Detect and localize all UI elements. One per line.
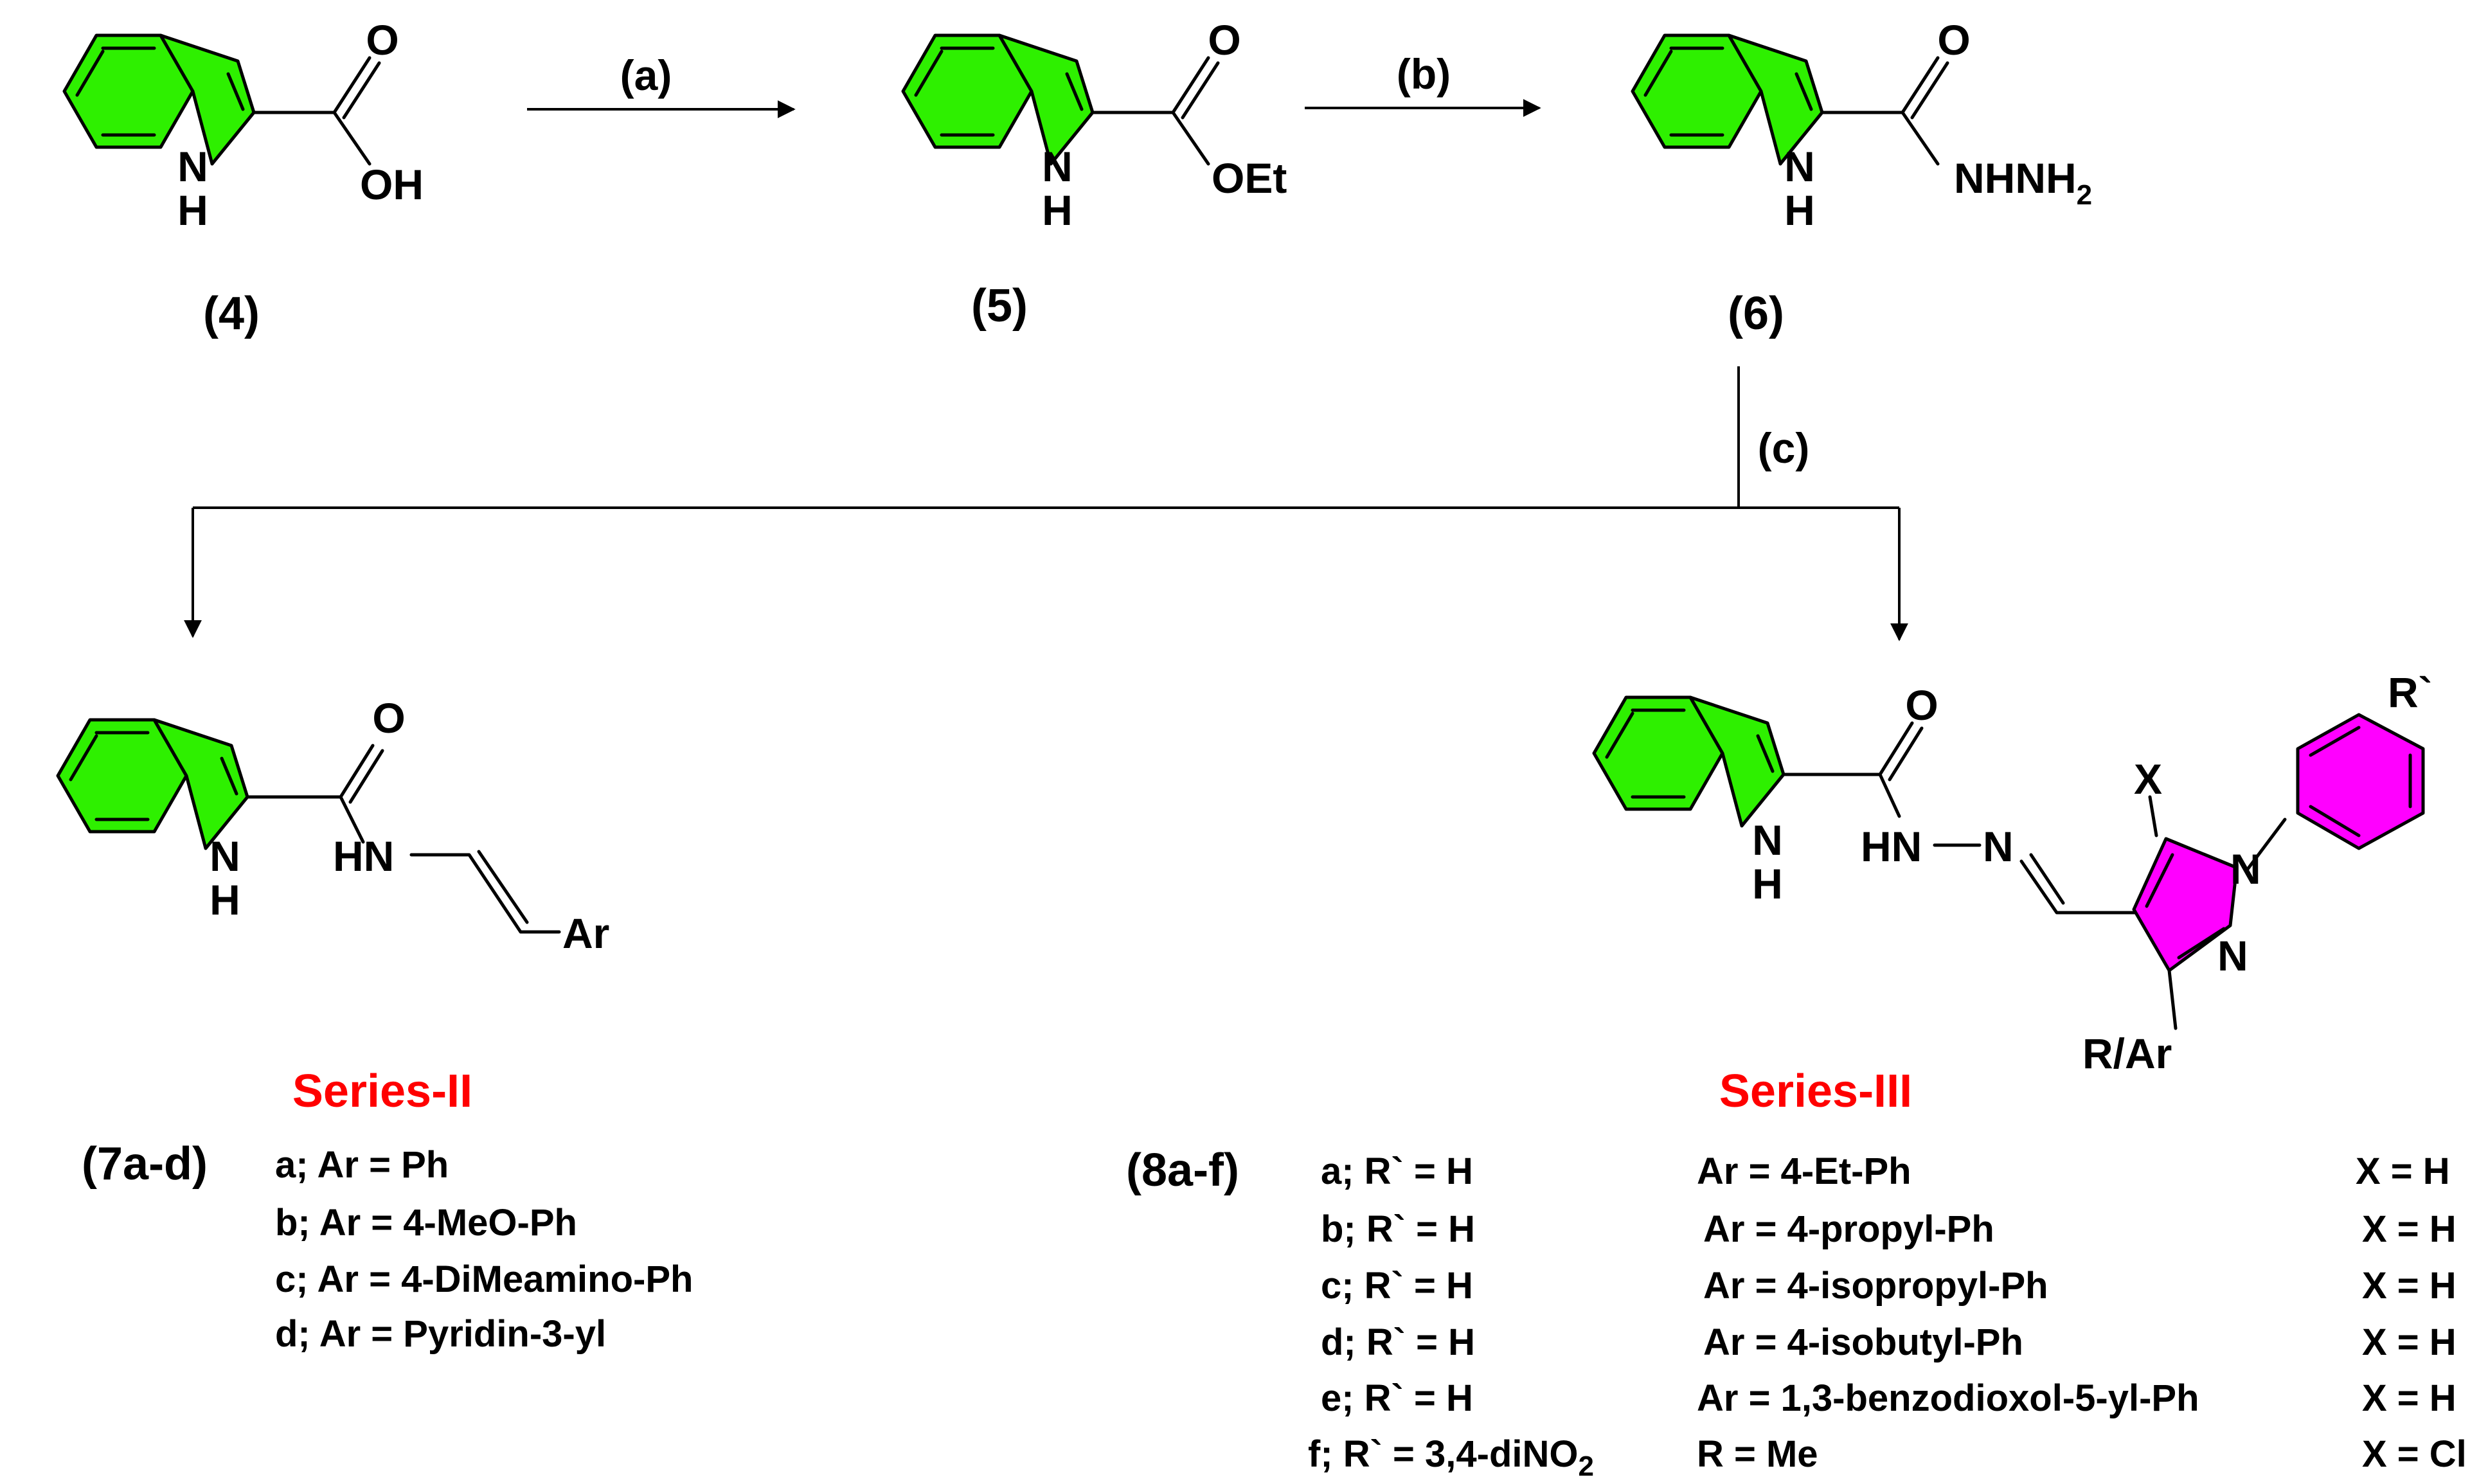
- oet-group: OEt: [1212, 154, 1287, 202]
- compound-label-4: (4): [203, 288, 260, 339]
- double-bond-lines: [75, 46, 245, 137]
- hn-atom: HN: [333, 832, 394, 880]
- nh-atom: N: [1752, 816, 1783, 864]
- indole-pyrrole-ring: [152, 718, 249, 850]
- row-x: X = H: [2362, 1377, 2457, 1419]
- hydrazone-bonds: [1782, 721, 2287, 915]
- imine-n-atom: N: [1983, 823, 2014, 870]
- double-bond-lines: [914, 46, 1084, 137]
- pyrazole-n1-atom: N: [2230, 845, 2261, 893]
- x-substituent: X: [2134, 755, 2162, 803]
- nh-atom: N: [177, 143, 208, 190]
- h-atom: H: [1752, 860, 1783, 907]
- row-ar: R = Me: [1697, 1433, 1818, 1475]
- nh-atom: N: [210, 832, 240, 880]
- row-x: X = H: [2356, 1150, 2450, 1192]
- row-ar: Ar = 4-Et-Ph: [1697, 1150, 1911, 1192]
- carboxyl-bonds: [252, 56, 381, 166]
- ar-group: Ar: [562, 909, 609, 957]
- compound-6: N H O NHNH2 (6): [1631, 16, 2092, 339]
- double-bond-lines: [69, 731, 238, 821]
- row-r: e; R` = H: [1321, 1377, 1473, 1419]
- row-r: d; R` = H: [1321, 1321, 1475, 1363]
- row-r: b; R` = H: [1321, 1208, 1475, 1250]
- oxygen-atom: O: [1208, 16, 1240, 64]
- compound-7-structure: N H O HN Ar: [56, 694, 609, 957]
- oxygen-atom: O: [372, 694, 405, 742]
- nhnh2-group: NHNH2: [1954, 154, 2092, 211]
- indole-pyrrole-ring: [1688, 695, 1785, 828]
- compound-5: N H O OEt (5): [901, 16, 1287, 332]
- arrow-c-label: (c): [1758, 424, 1810, 472]
- row-ar: Ar = 4-propyl-Ph: [1703, 1208, 1994, 1250]
- arrow-b-label: (b): [1397, 50, 1451, 98]
- series-2-title: Series-II: [292, 1066, 472, 1117]
- arrow-a-label: (a): [620, 51, 672, 99]
- series-2-legend: Series-II (7a-d) a; Ar = Ph b; Ar = 4-Me…: [82, 1066, 693, 1355]
- compound-4: N H O OH (4): [62, 16, 424, 339]
- series-2-item: a; Ar = Ph: [275, 1144, 449, 1186]
- series-3-title: Series-III: [1719, 1066, 1912, 1117]
- hydrazide-bonds: [1820, 56, 1949, 166]
- h-atom: H: [1042, 186, 1073, 234]
- oxygen-atom: O: [1905, 681, 1938, 729]
- row-x: X = H: [2362, 1265, 2457, 1307]
- oh-group: OH: [360, 161, 424, 208]
- arrow-b: (b): [1305, 50, 1541, 117]
- h-atom: H: [210, 876, 240, 924]
- oxygen-atom: O: [1937, 16, 1970, 64]
- double-bond-lines: [1605, 708, 1775, 799]
- compound-label-5: (5): [971, 280, 1028, 332]
- indole-pyrrole-ring: [159, 33, 256, 166]
- arrow-c: (c): [184, 366, 1908, 641]
- nh-atom: N: [1784, 143, 1815, 190]
- arrow-a: (a): [527, 51, 796, 118]
- series-2-item: d; Ar = Pyridin-3-yl: [275, 1313, 606, 1355]
- amide-bonds: [246, 744, 561, 934]
- row-ar: Ar = 4-isopropyl-Ph: [1703, 1265, 2048, 1307]
- row-x: X = H: [2362, 1208, 2457, 1250]
- phenyl-double-bonds: [2309, 726, 2412, 837]
- indole-pyrrole-ring: [1727, 33, 1824, 166]
- r-prime-group: R`: [2388, 668, 2433, 716]
- row-r: f; R` = 3,4-diNO2: [1308, 1433, 1594, 1482]
- series-2-range: (7a-d): [82, 1138, 208, 1190]
- series-2-item: c; Ar = 4-DiMeamino-Ph: [275, 1258, 693, 1300]
- row-ar: Ar = 1,3-benzodioxol-5-yl-Ph: [1697, 1377, 2199, 1419]
- h-atom: H: [177, 186, 208, 234]
- indole-pyrrole-ring: [998, 33, 1095, 166]
- oxygen-atom: O: [366, 16, 398, 64]
- row-r: a; R` = H: [1321, 1150, 1473, 1192]
- row-r: c; R` = H: [1321, 1265, 1473, 1307]
- phenyl-ring: [2296, 713, 2425, 850]
- hn-atom: HN: [1861, 823, 1922, 870]
- nh-atom: N: [1042, 143, 1073, 190]
- row-x: X = Cl: [2362, 1433, 2467, 1475]
- series-3-range: (8a-f): [1126, 1145, 1239, 1196]
- ester-bonds: [1091, 56, 1220, 166]
- compound-label-6: (6): [1728, 288, 1784, 339]
- pyrazole-n2-atom: N: [2217, 932, 2248, 979]
- double-bond-lines: [1643, 46, 1813, 137]
- row-x: X = H: [2362, 1321, 2457, 1363]
- h-atom: H: [1784, 186, 1815, 234]
- r-ar-group: R/Ar: [2082, 1030, 2172, 1077]
- row-ar: Ar = 4-isobutyl-Ph: [1703, 1321, 2023, 1363]
- series-2-item: b; Ar = 4-MeO-Ph: [275, 1202, 577, 1244]
- series-3-legend: Series-III (8a-f) a; R` = H Ar = 4-Et-Ph…: [1126, 1066, 2467, 1482]
- pyrazole-double-bonds: [2145, 853, 2226, 1030]
- compound-8-structure: N H O HN N X N N R/Ar R`: [1592, 668, 2433, 1077]
